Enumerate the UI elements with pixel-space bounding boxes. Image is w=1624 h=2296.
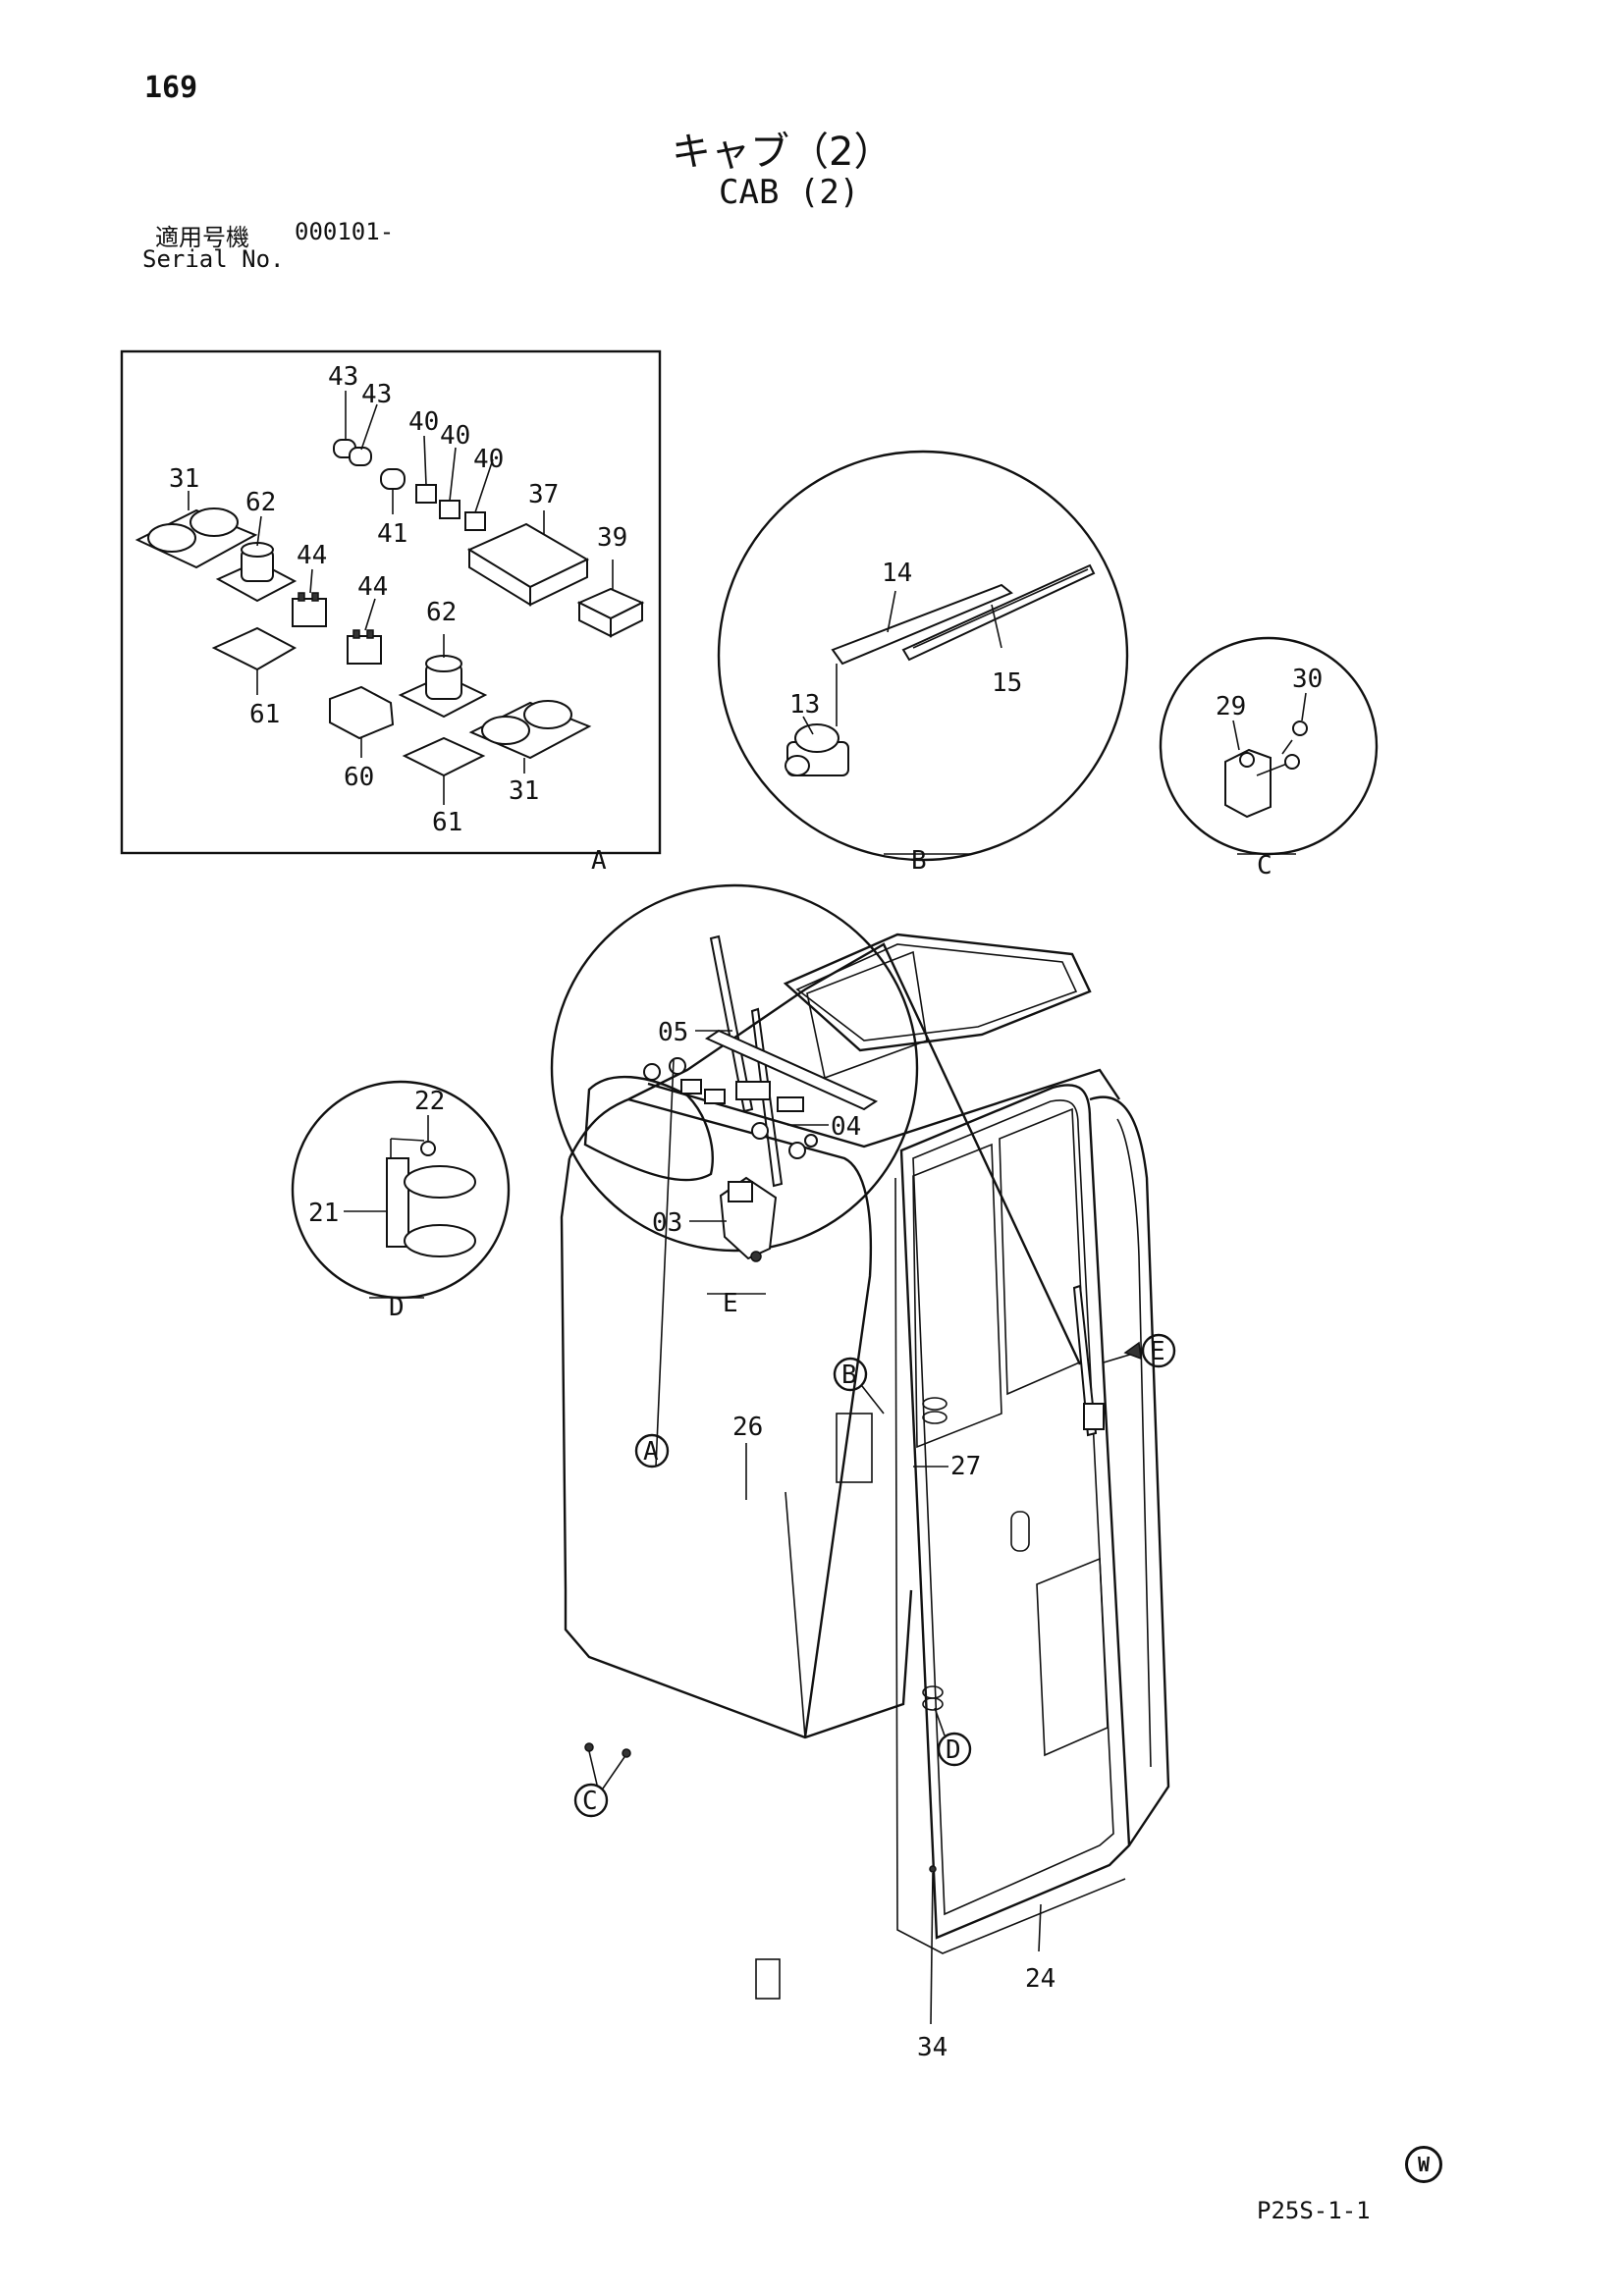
part-label: 34 (917, 2033, 947, 2062)
detail-b-circle (717, 450, 1129, 862)
part-29-bracket (1224, 748, 1300, 819)
watermark-w-icon: W (1405, 2146, 1442, 2183)
page-number: 169 (144, 71, 198, 105)
serial-label-japanese: 適用号機 (155, 224, 249, 251)
detail-c-label: C (1257, 851, 1272, 881)
part-label: 26 (732, 1413, 763, 1442)
part-44-relay-upper (292, 592, 327, 627)
part-label: 31 (509, 776, 539, 806)
part-label: 61 (249, 700, 280, 729)
detail-c-circle (1159, 636, 1379, 856)
part-label: 14 (882, 559, 912, 588)
detail-a-label: A (591, 846, 607, 876)
callout-b-marker: B (833, 1357, 885, 1415)
part-label: 40 (473, 445, 504, 474)
serial-number: 000101- (295, 218, 395, 245)
detail-view-b: B 14 15 13 (717, 450, 1129, 876)
part-26-roof-bar (704, 1029, 879, 1111)
part-label: 44 (297, 541, 327, 570)
callout-a-marker: A (634, 1059, 675, 1468)
part-05-wiper-blade (709, 934, 754, 1113)
detail-e-circle (550, 883, 919, 1253)
cab-main-view: A B C D E (560, 933, 1176, 2062)
part-label: 37 (528, 480, 559, 509)
part-label: 39 (597, 523, 627, 553)
callout-letter: E (1150, 1337, 1165, 1366)
part-31-lamp-panel-upper (135, 507, 258, 569)
part-label: 40 (408, 407, 439, 437)
page-title-english: CAB (2) (719, 173, 860, 212)
part-37-panel-box (466, 522, 590, 607)
part-44-relay-lower (347, 629, 382, 665)
callout-letter: A (643, 1437, 659, 1467)
part-label: 24 (1025, 1964, 1056, 1994)
side-window (583, 1075, 714, 1182)
page-title-japanese: キャブ（2） (672, 130, 893, 175)
part-label: 60 (344, 763, 374, 792)
main-rear-wiper-blade (1072, 1284, 1098, 1437)
part-label: 30 (1292, 665, 1323, 694)
part-label: 21 (308, 1199, 339, 1228)
callout-e-marker: E (1103, 1333, 1176, 1368)
part-31-lamp-panel-lower (468, 700, 592, 760)
detail-a-frame (120, 349, 662, 855)
part-13-wiper-motor (785, 664, 849, 776)
part-62-speaker-lower (398, 655, 488, 719)
part-label: 62 (426, 598, 457, 627)
top-control-panel (643, 1057, 818, 1159)
part-27-panel (806, 950, 928, 1080)
part-label: 40 (440, 421, 470, 451)
part-label: 15 (992, 668, 1022, 698)
part-61-cover-lower (402, 736, 486, 777)
detail-view-a: A (120, 349, 662, 876)
callout-letter: B (841, 1361, 857, 1390)
part-61-cover-upper (211, 626, 298, 671)
part-43-knobs (333, 439, 372, 466)
detail-e-label: E (723, 1289, 738, 1318)
cab-body-outline (564, 1589, 913, 1739)
detail-b-label: B (911, 846, 927, 876)
detail-view-d: D 22 21 (291, 1080, 511, 1322)
part-14-wiper-arm (831, 583, 1013, 666)
part-03-wiper-motor (719, 1176, 778, 1262)
serial-label-english: Serial No. (142, 245, 285, 273)
part-label: 43 (361, 380, 392, 409)
part-41-knob (380, 468, 406, 490)
detail-a-leaders (188, 391, 614, 805)
detail-view-c: C 30 29 (1159, 636, 1379, 881)
part-label: 44 (357, 572, 388, 602)
part-label: 29 (1216, 692, 1246, 721)
part-label: 61 (432, 808, 462, 837)
part-label: 31 (169, 464, 199, 494)
part-15-wiper-blade (901, 563, 1096, 662)
callout-letter: D (946, 1735, 961, 1765)
part-label: 22 (414, 1087, 445, 1116)
part-label: 27 (950, 1452, 981, 1481)
part-label: 04 (831, 1112, 861, 1142)
part-22-screw (390, 1138, 436, 1158)
part-label: 41 (377, 519, 407, 549)
part-21-holder (386, 1157, 476, 1257)
part-label: 13 (789, 690, 820, 720)
part-60-cover (329, 685, 395, 740)
part-label: 62 (245, 488, 276, 517)
callout-letter: C (582, 1787, 598, 1816)
catalog-code: P25S-1-1 (1257, 2197, 1371, 2224)
part-30-screw (1281, 721, 1308, 755)
part-label: 43 (328, 362, 358, 392)
detail-d-label: D (389, 1293, 405, 1322)
part-62-speaker-upper (215, 542, 298, 603)
part-24-door-seal (894, 1177, 1126, 1954)
part-label: 05 (658, 1018, 688, 1047)
callout-d-marker: D (922, 1685, 972, 1767)
part-39-unit (576, 587, 645, 638)
roof-window (783, 933, 1092, 1052)
cab-door (899, 1084, 1131, 1940)
callout-c-marker: C (573, 1742, 631, 1818)
